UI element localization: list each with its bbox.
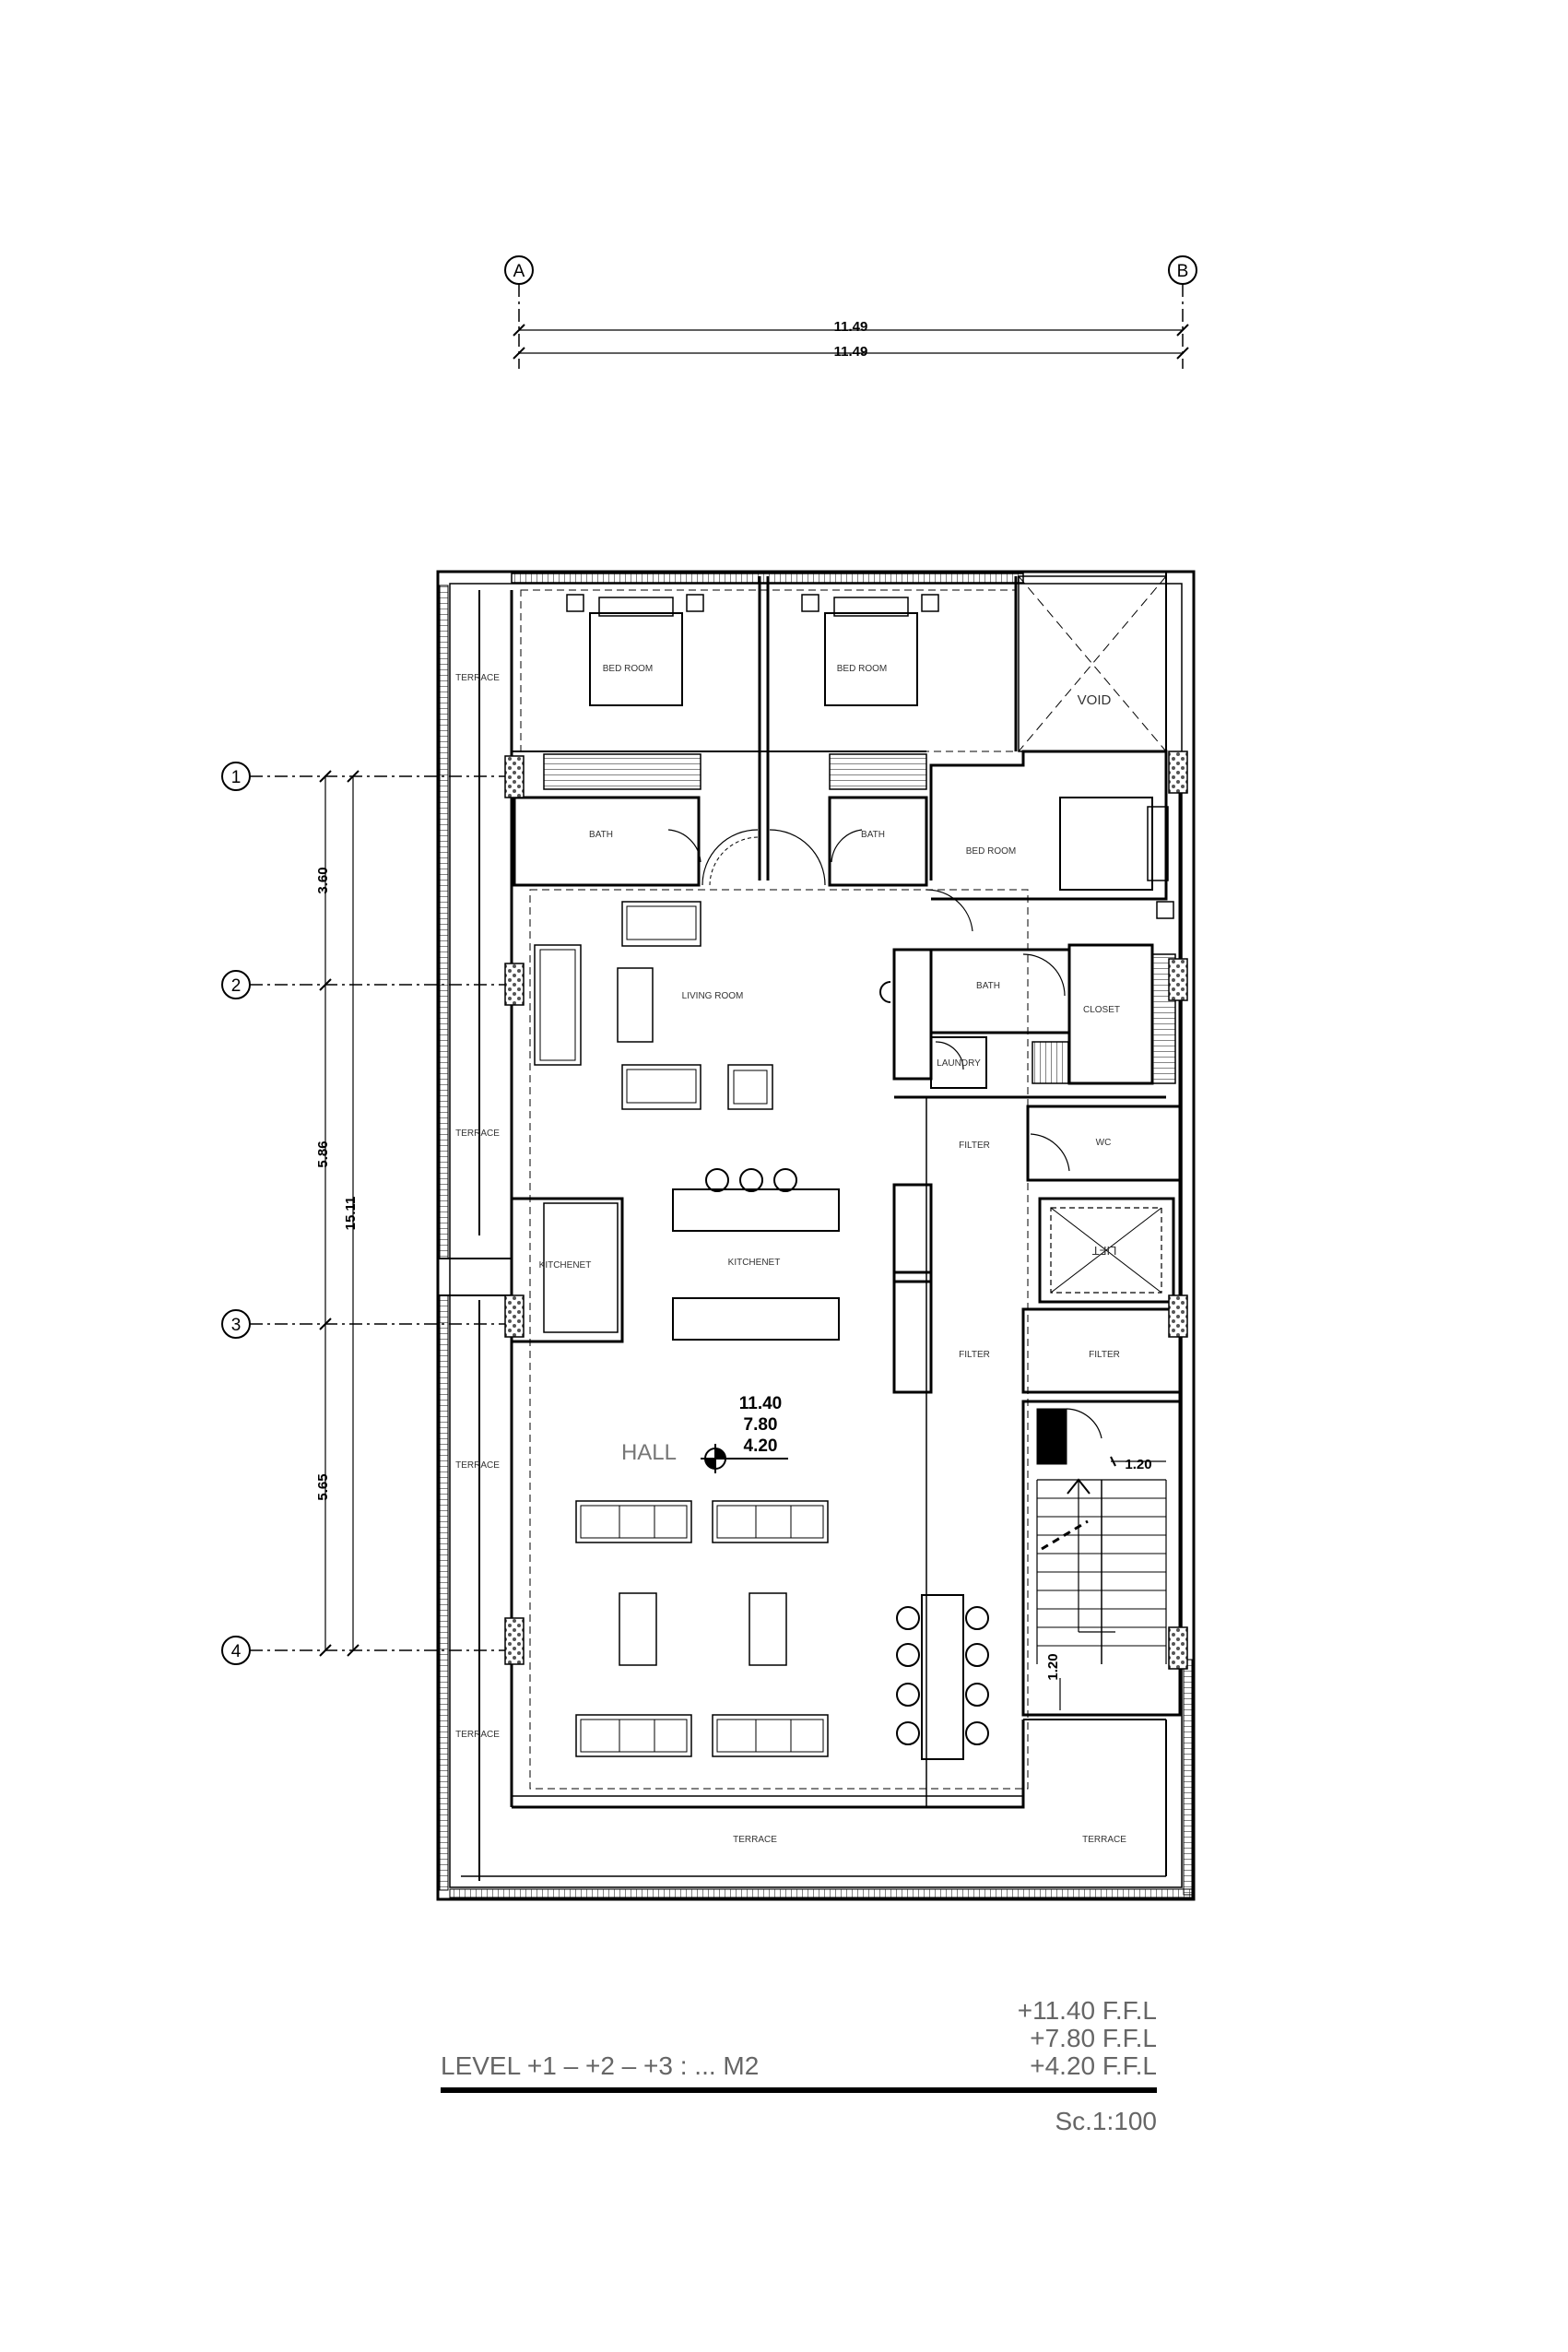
level-marker — [701, 1444, 788, 1473]
label-terrace-4: TERRACE — [455, 1730, 500, 1740]
left-dimension-lines — [319, 770, 360, 1657]
label-wc: WC — [1096, 1138, 1112, 1148]
grid-label-4: 4 — [231, 1642, 242, 1661]
grid-label-a: A — [513, 262, 525, 281]
dimension-total: 15.11 — [343, 1197, 359, 1231]
title-underline — [441, 2087, 1157, 2093]
label-terrace-bottom: TERRACE — [733, 1835, 777, 1845]
label-closet: CLOSET — [1083, 1005, 1120, 1015]
grid-bubble-2: 2 — [221, 970, 512, 999]
grid-bubble-a: A — [504, 255, 534, 369]
elevation-7-80-ffl: +7.80 F.F.L — [1030, 2024, 1157, 2052]
label-terrace-2: TERRACE — [455, 1129, 500, 1139]
top-dimension-lines — [513, 324, 1189, 360]
grid-label-3: 3 — [231, 1316, 242, 1335]
label-filter-1: FILTER — [959, 1141, 990, 1151]
grid-rows: 1 2 3 4 3.60 5.86 5. — [221, 762, 512, 1665]
elevation-4-20-ffl: +4.20 F.F.L — [1030, 2051, 1157, 2080]
label-bath-2: BATH — [861, 830, 885, 840]
living-hall — [510, 889, 1029, 1790]
title-block: +11.40 F.F.L +7.80 F.F.L +4.20 F.F.L LEV… — [441, 1996, 1157, 2135]
level-marker-11-40: 11.40 — [739, 1394, 783, 1413]
dimension-row-1-2: 3.60 — [315, 867, 331, 893]
label-filter-3: FILTER — [1089, 1350, 1120, 1360]
stair-width-dimension: 1.20 — [1125, 1457, 1151, 1472]
dimension-row-2-3: 5.86 — [315, 1141, 331, 1167]
stair-landing-dimension: 1.20 — [1045, 1653, 1061, 1680]
label-living-room: LIVING ROOM — [682, 991, 744, 1001]
grid-label-2: 2 — [231, 976, 242, 996]
label-bedroom-1: BED ROOM — [603, 664, 653, 674]
grid-label-b: B — [1177, 262, 1189, 281]
grid-bubble-4: 4 — [221, 1636, 512, 1665]
label-laundry: LAUNDRY — [937, 1058, 981, 1069]
scale-label: Sc.1:100 — [1055, 2107, 1157, 2135]
service-core — [892, 943, 1182, 1807]
label-bedroom-2: BED ROOM — [837, 664, 887, 674]
grid-bubble-b: B — [1168, 255, 1197, 369]
label-lift: LIFT — [1092, 1244, 1117, 1258]
label-filter-2: FILTER — [959, 1350, 990, 1360]
label-hall: HALL — [621, 1440, 677, 1465]
grid-bubble-1: 1 — [221, 762, 512, 791]
label-bath-3: BATH — [976, 981, 1000, 991]
label-bedroom-3: BED ROOM — [966, 846, 1016, 857]
grid-columns: A B 11.49 11.49 — [504, 255, 1197, 369]
level-marker-4-20: 4.20 — [744, 1436, 778, 1456]
label-kitchenet-2: KITCHENET — [728, 1258, 781, 1268]
label-terrace-br: TERRACE — [1082, 1835, 1126, 1845]
structural-columns — [504, 751, 1188, 1670]
elevation-11-40-ffl: +11.40 F.F.L — [1018, 1996, 1157, 2025]
level-marker-7-80: 7.80 — [744, 1415, 778, 1435]
level-title: LEVEL +1 – +2 – +3 : ... M2 — [441, 2051, 759, 2080]
label-terrace-1: TERRACE — [455, 673, 500, 683]
top-dimension-1: 11.49 — [834, 319, 868, 335]
label-bath-1: BATH — [589, 830, 613, 840]
label-terrace-3: TERRACE — [455, 1460, 500, 1471]
label-void: VOID — [1078, 692, 1112, 708]
room-labels: TERRACE TERRACE TERRACE TERRACE TERRACE … — [455, 664, 1126, 1845]
bedroom-wing — [512, 575, 1174, 932]
grid-bubble-3: 3 — [221, 1309, 512, 1339]
grid-label-1: 1 — [231, 768, 242, 787]
dimension-row-3-4: 5.65 — [315, 1473, 331, 1500]
top-dimension-2: 11.49 — [834, 344, 868, 360]
label-kitchenet-1: KITCHENET — [539, 1260, 592, 1271]
